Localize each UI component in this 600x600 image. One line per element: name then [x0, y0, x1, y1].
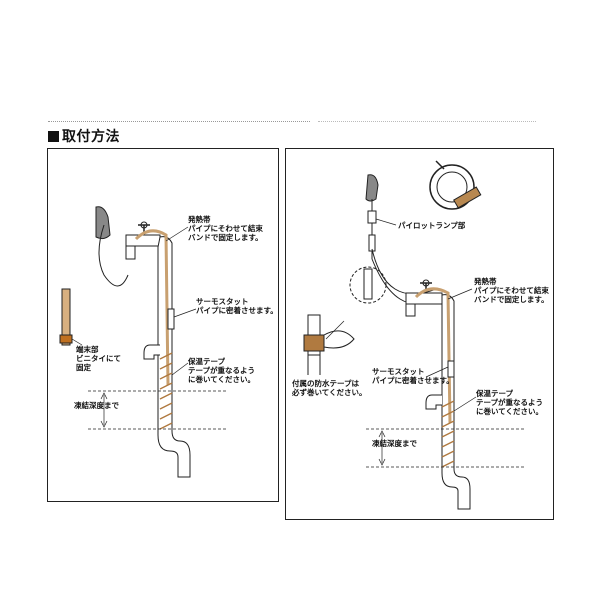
label-freeze-depth: 凍結深度まで [74, 401, 119, 410]
label-heating-band: 発熱帯 パイプにそわせて結束 バンドで固定します。 [188, 215, 263, 242]
side-branch [143, 344, 160, 360]
label-heating-band: 発熱帯 パイプにそわせて結束 バンドで固定します。 [474, 277, 549, 304]
top-dotted-rule [48, 121, 310, 122]
label-insulation-tape: 保温テープ テープが重なるよう に巻いてください。 [476, 389, 544, 416]
thermostat-box [167, 308, 175, 330]
section-title: 取付方法 [48, 126, 120, 146]
riser-pipe [441, 294, 471, 510]
insulation-tape [441, 400, 455, 468]
leader-lines [325, 218, 477, 412]
leader-lines [71, 226, 197, 376]
end-part-rod [61, 288, 71, 346]
wall-mount [95, 206, 111, 240]
heating-band [414, 287, 452, 424]
top-dotted-rule-right [318, 121, 536, 122]
square-bullet-icon [48, 131, 59, 142]
installation-diagram-left: 発熱帯 パイプにそわせて結束 バンドで固定します。 サーモスタット パイプに密着… [47, 148, 279, 502]
side-branch [425, 394, 442, 410]
wall-mount [365, 174, 379, 202]
right-diagram-drawing [303, 160, 526, 510]
label-thermostat: サーモスタット パイプに密着させます。 [372, 367, 454, 385]
thermostat-box [447, 360, 455, 378]
label-freeze-depth: 凍結深度まで [372, 439, 417, 448]
pipe-cross-section [429, 160, 482, 210]
freeze-depth-marker [366, 428, 526, 468]
label-waterproof-tape: 付属の防水テープは 必ず巻いてください。 [292, 379, 367, 397]
label-end-part: 端末部 ビニタイにて 固定 [76, 345, 121, 372]
power-cord [98, 224, 129, 287]
left-diagram-drawing [59, 206, 228, 478]
faucet [125, 221, 161, 260]
freeze-depth-marker [88, 390, 228, 430]
insulation-tape [159, 352, 173, 430]
label-thermostat: サーモスタット パイプに密着させます。 [196, 297, 278, 315]
heating-band [134, 229, 170, 386]
label-pilot-lamp: パイロットランプ部 [398, 221, 466, 230]
label-insulation-tape: 保温テープ テープが重なるよう に巻いてください。 [188, 357, 256, 384]
section-title-text: 取付方法 [62, 129, 120, 145]
faucet [405, 279, 443, 317]
waterproof-tape-illustration [303, 314, 355, 375]
installation-diagram-right: パイロットランプ部 発熱帯 パイプにそわせて結束 バンドで固定します。 付属の防… [285, 148, 554, 520]
riser-pipe [157, 236, 191, 478]
